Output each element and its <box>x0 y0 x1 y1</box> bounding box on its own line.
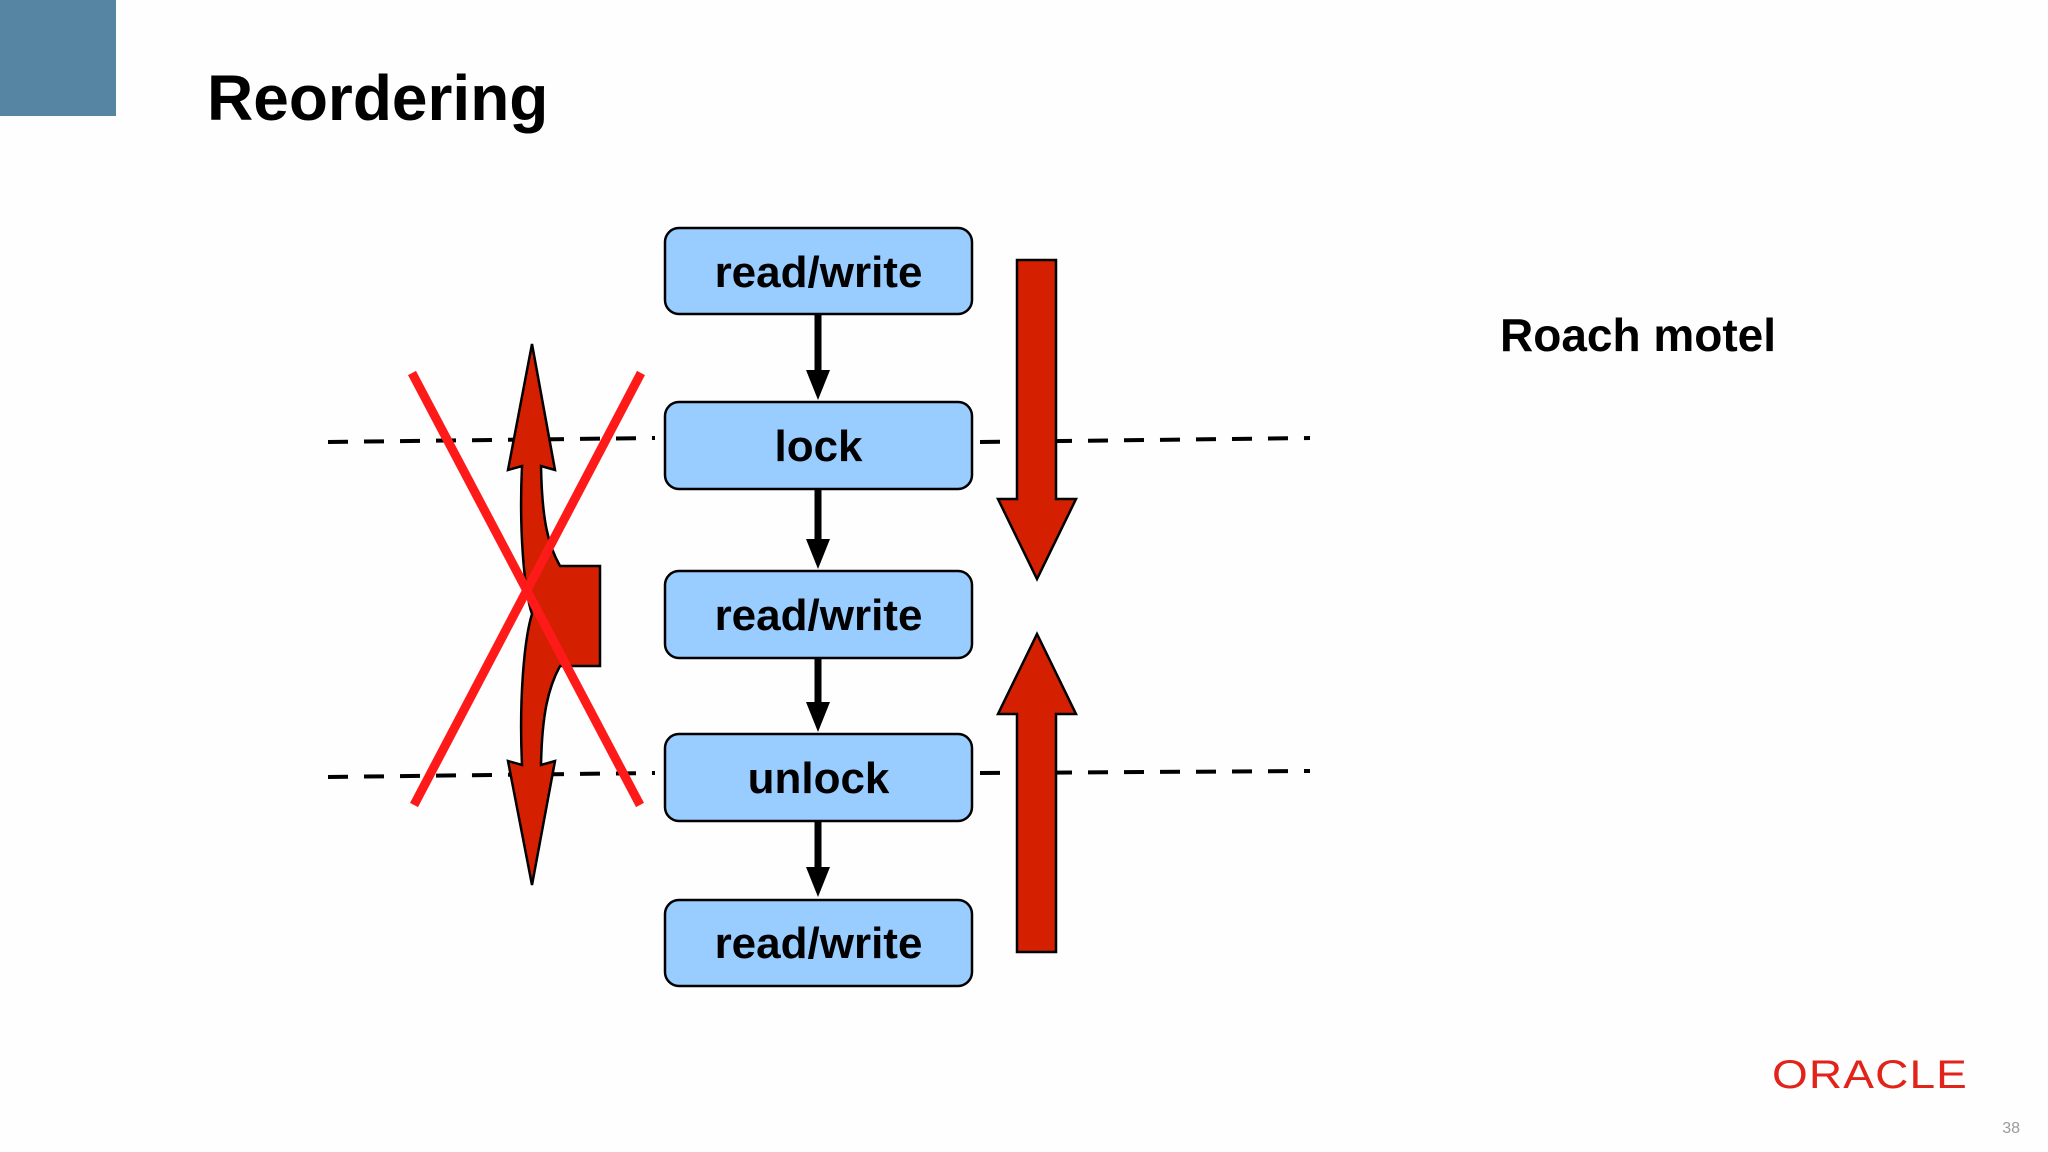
accent-block <box>0 0 116 116</box>
box-read-write-bottom: read/write <box>663 898 974 988</box>
oracle-logo-text: ORACLE <box>1772 1053 1968 1096</box>
page-number: 38 <box>2002 1120 2020 1137</box>
box-unlock: unlock <box>663 732 974 823</box>
down-into-critical-section-arrow <box>996 258 1078 582</box>
roach-motel-label: Roach motel <box>1500 309 1777 361</box>
slide-title: Reordering <box>207 62 549 134</box>
flow-arrow <box>806 658 830 732</box>
box-label: read/write <box>715 248 923 297</box>
out-of-critical-section-arrow <box>506 343 602 886</box>
flow-arrow <box>806 821 830 897</box>
box-label: unlock <box>748 754 890 803</box>
flow-arrow <box>806 489 830 569</box>
oracle-logo: ORACLE <box>1772 1053 1968 1096</box>
box-label: read/write <box>715 919 923 968</box>
flow-arrow <box>806 314 830 400</box>
box-label: read/write <box>715 591 923 640</box>
cross-out-icon <box>408 370 645 808</box>
box-read-write-top: read/write <box>663 226 974 316</box>
box-label: lock <box>774 422 863 471</box>
box-lock: lock <box>663 400 974 491</box>
up-into-critical-section-arrow <box>996 631 1078 954</box>
box-read-write-middle: read/write <box>663 569 974 660</box>
